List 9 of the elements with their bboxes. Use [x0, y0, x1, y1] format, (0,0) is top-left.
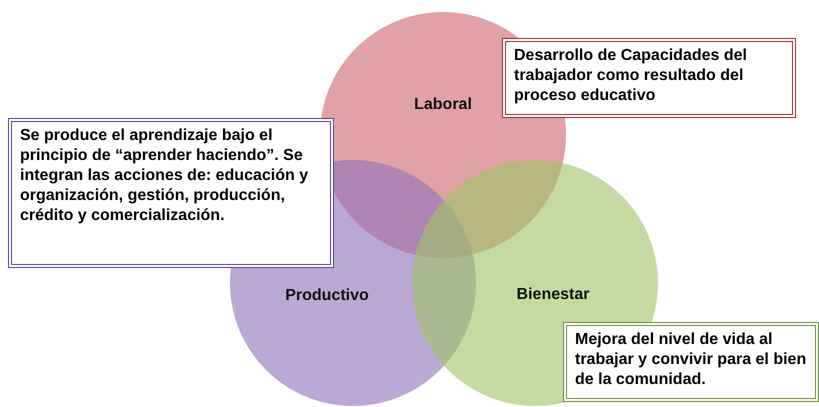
- text-box: [502, 38, 796, 118]
- text-box: [563, 322, 819, 402]
- circle-label: Bienestar: [516, 286, 590, 304]
- description-text: Se produce el aprendizaje bajo el principio de “aprender haciendo”. Se integran las acciones de: educación y organización, gestión, producción, crédito y comercialización.: [20, 126, 310, 226]
- text-box: [8, 118, 334, 268]
- description-text: Mejora del nivel de vida al trabajar y convivir para el bien de la comunidad.: [575, 330, 807, 390]
- circle-label: Productivo: [285, 287, 369, 305]
- circle-label: Laboral: [414, 96, 472, 114]
- description-text: Desarrollo de Capacidades del trabajador como resultado del proceso educativo: [514, 46, 748, 106]
